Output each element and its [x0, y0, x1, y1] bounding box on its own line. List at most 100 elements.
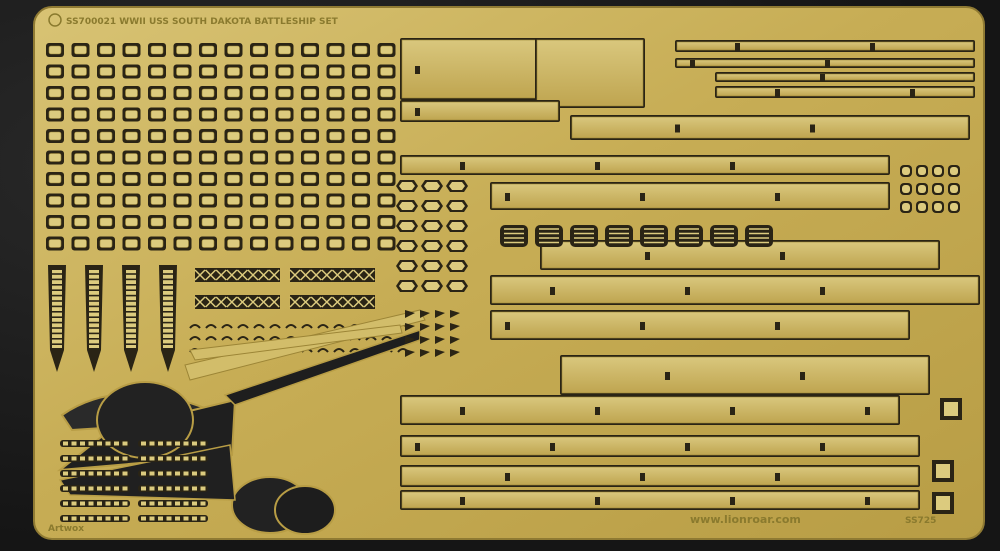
- deck-part-hole: [645, 252, 650, 260]
- truss-brace: [247, 269, 259, 281]
- short-rail-link: [97, 486, 102, 491]
- short-rail-link: [97, 501, 102, 506]
- short-rail: [60, 440, 130, 447]
- short-rail-link: [183, 471, 189, 476]
- short-rail-link: [200, 471, 206, 476]
- grid-part: [199, 150, 217, 165]
- short-rail-link: [71, 441, 77, 446]
- short-rail-link: [80, 486, 85, 491]
- grid-part-body: [99, 131, 113, 141]
- short-rail-link: [192, 486, 197, 491]
- deck-part-body: [491, 183, 889, 209]
- grid-part: [326, 215, 345, 229]
- short-rail-outline: [60, 455, 130, 462]
- grid-part: [352, 150, 370, 165]
- grid-part-body: [48, 131, 62, 141]
- mechanism-outline: [535, 225, 563, 247]
- deck-part: [400, 490, 920, 510]
- short-rail-link: [97, 441, 102, 446]
- truss-brace: [258, 269, 270, 281]
- grid-part: [377, 64, 396, 79]
- short-rail-link: [192, 501, 197, 506]
- truss-brace: [205, 269, 217, 281]
- mid-part-body: [449, 282, 465, 290]
- deck-part-body: [571, 116, 969, 139]
- deck-part-hole: [735, 43, 740, 51]
- grid-part-body: [201, 88, 215, 98]
- truss-brace: [300, 269, 312, 281]
- short-rail: [60, 470, 130, 477]
- grid-part: [122, 236, 141, 251]
- short-rail: [60, 515, 130, 522]
- short-rail-link: [158, 501, 163, 506]
- truss-brace: [205, 296, 217, 308]
- grid-part: [301, 193, 319, 208]
- grid-part: [275, 86, 294, 100]
- grid-part: [122, 150, 141, 165]
- deck-part-hole: [690, 60, 695, 68]
- bracket-body: [918, 203, 926, 211]
- deck-part: [540, 240, 940, 270]
- short-rail-link: [166, 471, 172, 476]
- grid-part: [250, 150, 268, 165]
- grid-part-body: [48, 45, 62, 55]
- deck-part-hole: [415, 66, 420, 74]
- tiny-wedge: [420, 323, 430, 331]
- short-rail-link: [105, 516, 111, 521]
- short-rail-link: [122, 456, 128, 461]
- deck-part-hole: [685, 287, 690, 295]
- tiny-wedge: [435, 310, 445, 318]
- grid-part: [301, 86, 319, 100]
- short-rail-link: [200, 456, 206, 461]
- short-rail-link: [122, 501, 128, 506]
- grid-part-body: [380, 88, 393, 98]
- grid-part: [46, 107, 64, 122]
- clip-part: [205, 324, 217, 329]
- truss-brace: [310, 296, 322, 308]
- grid-part: [46, 236, 64, 251]
- small-parts-grid: [46, 43, 396, 251]
- short-rail-link: [149, 501, 155, 506]
- grid-part-body: [303, 174, 317, 184]
- grid-part: [301, 64, 319, 79]
- short-rail-link: [71, 501, 77, 506]
- grid-part: [352, 129, 370, 143]
- deck-part-hole: [505, 473, 510, 481]
- tiny-wedge: [450, 310, 460, 318]
- short-rail-link: [88, 441, 94, 446]
- clip-part: [253, 324, 265, 329]
- ladder-body: [126, 270, 136, 348]
- grid-part-body: [329, 217, 342, 227]
- grid-part-body: [150, 131, 164, 141]
- grid-part: [71, 107, 90, 122]
- tiny-wedge: [420, 336, 430, 344]
- grid-part-body: [329, 239, 342, 248]
- grid-part-body: [48, 88, 62, 98]
- short-rail-link: [166, 441, 172, 446]
- short-rail-link: [97, 456, 102, 461]
- grid-part-body: [252, 153, 266, 162]
- grid-part-body: [125, 67, 138, 76]
- deck-part-hole: [640, 322, 645, 330]
- grid-part: [377, 172, 396, 186]
- clip-part: [221, 324, 233, 329]
- tiny-wedge: [435, 323, 445, 331]
- grid-part: [224, 64, 243, 79]
- short-rail-link: [122, 471, 128, 476]
- grid-part-body: [99, 45, 113, 55]
- grid-part-body: [380, 131, 393, 141]
- grid-part: [199, 64, 217, 79]
- truss-brace: [342, 296, 354, 308]
- short-rail-link: [192, 456, 197, 461]
- deck-part-hole: [810, 124, 815, 133]
- grid-part-body: [278, 217, 291, 227]
- deck-part-body: [716, 87, 974, 97]
- deck-part-hole: [820, 74, 825, 82]
- grid-part-body: [278, 88, 291, 98]
- grid-part: [275, 43, 294, 57]
- deck-part-body: [401, 396, 899, 424]
- grid-part-body: [329, 196, 342, 205]
- short-rail-link: [71, 516, 77, 521]
- short-rail-link: [114, 441, 119, 446]
